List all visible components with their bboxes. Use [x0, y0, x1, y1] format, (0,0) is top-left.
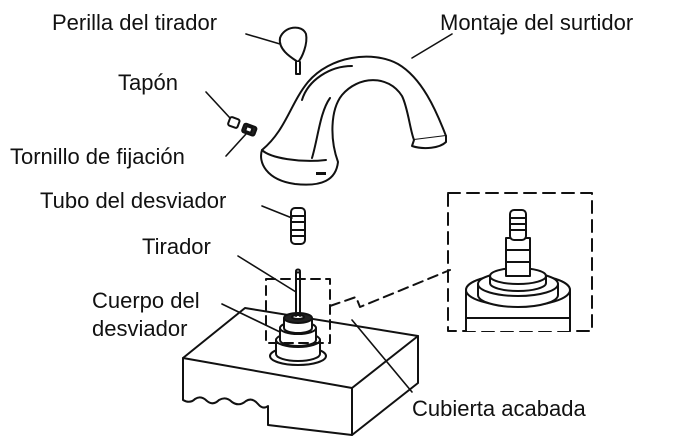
- lift-rod: [295, 268, 301, 317]
- plug: [227, 116, 241, 129]
- diverter-body: [269, 312, 327, 366]
- label-diverter-body-line2: desviador: [92, 316, 188, 341]
- label-set-screw: Tornillo de fijación: [10, 144, 185, 169]
- label-lift-rod: Tirador: [142, 234, 211, 259]
- spout-assembly: [260, 55, 447, 186]
- leader-lines: [205, 33, 453, 393]
- label-finished-deck: Cubierta acabada: [412, 396, 586, 421]
- label-diverter-body-line1: Cuerpo del: [92, 288, 200, 313]
- label-spout-assembly: Montaje del surtidor: [440, 10, 634, 35]
- handle-knob: [278, 26, 308, 75]
- diverter-tube: [290, 207, 306, 245]
- label-plug: Tapón: [118, 70, 178, 95]
- label-handle-knob: Perilla del tirador: [52, 10, 218, 35]
- set-screw: [241, 122, 258, 137]
- label-diverter-tube: Tubo del desviador: [40, 188, 227, 213]
- detail-view: [465, 209, 571, 332]
